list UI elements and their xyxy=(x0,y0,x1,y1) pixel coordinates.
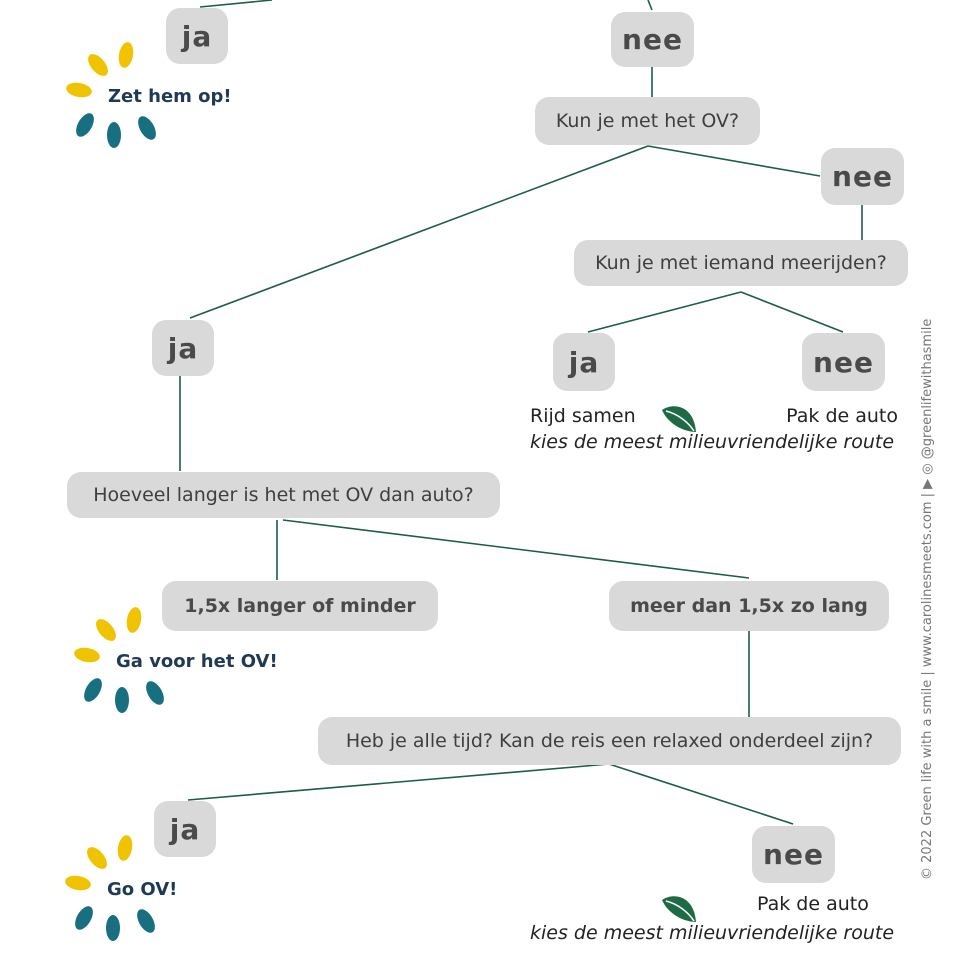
outcome-route-note: kies de meest milieuvriendelijke route xyxy=(530,922,895,944)
nee-tijd-node: nee xyxy=(752,826,835,883)
connector xyxy=(199,0,273,8)
option-meer: meer dan 1,5x zo lang xyxy=(609,581,889,631)
outcome-rijd-samen: Rijd samen xyxy=(530,405,636,427)
ja-top-node: ja xyxy=(166,8,228,64)
nee-meerijden-node: nee xyxy=(802,333,885,391)
connector xyxy=(647,0,653,11)
question-meerijden: Kun je met iemand meerijden? xyxy=(574,240,908,286)
connector xyxy=(187,763,610,801)
ja-tijd-node: ja xyxy=(154,801,216,857)
outcome-pak-auto: Pak de auto xyxy=(757,893,869,915)
question-tijd: Heb je alle tijd? Kan de reis een relaxe… xyxy=(318,717,901,765)
outcome-pak-auto: Pak de auto xyxy=(786,405,898,427)
option-minder: 1,5x langer of minder xyxy=(162,581,438,631)
ja-ov-node: ja xyxy=(152,320,214,376)
outcome-go-ov: Go OV! xyxy=(107,879,178,900)
connector xyxy=(608,763,794,825)
connector xyxy=(189,145,649,319)
connector xyxy=(740,291,844,333)
question-ov: Kun je met het OV? xyxy=(535,97,760,145)
outcome-zet-hem-op: Zet hem op! xyxy=(108,86,232,107)
leaf-icon xyxy=(662,406,696,432)
nee-top-node: nee xyxy=(611,12,694,67)
outcome-route-note: kies de meest milieuvriendelijke route xyxy=(530,431,895,453)
connector xyxy=(587,291,742,333)
leaf-icon xyxy=(662,896,696,922)
nee-ov-node: nee xyxy=(821,148,904,205)
ja-meerijden-node: ja xyxy=(553,333,615,391)
credit-text: © 2022 Green life with a smile | www.car… xyxy=(920,318,935,880)
question-hoeveel: Hoeveel langer is het met OV dan auto? xyxy=(67,472,500,518)
connector xyxy=(282,519,750,579)
outcome-ga-voor-ov: Ga voor het OV! xyxy=(116,651,278,672)
connector xyxy=(647,145,821,177)
